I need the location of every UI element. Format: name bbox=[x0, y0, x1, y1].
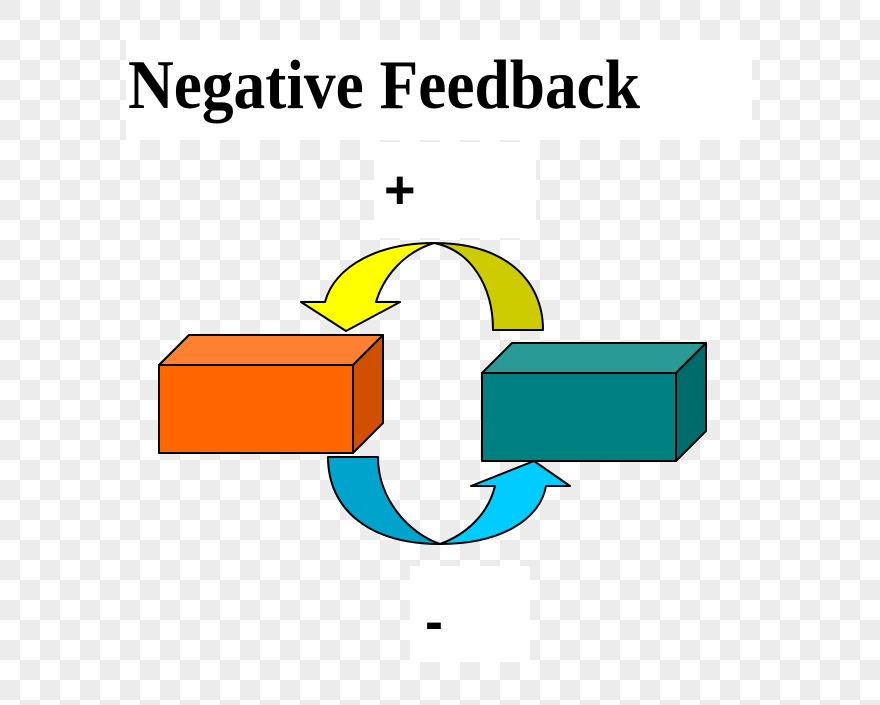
diagram-title: Negative Feedback bbox=[128, 47, 640, 124]
minus-background bbox=[410, 566, 530, 662]
teal-box-front bbox=[481, 372, 677, 462]
orange-box-top bbox=[158, 334, 384, 366]
top-arrow-tail bbox=[433, 242, 544, 331]
bottom-arrow-head bbox=[439, 460, 571, 545]
orange-box bbox=[158, 334, 384, 454]
title-background bbox=[126, 40, 752, 140]
orange-box-front bbox=[158, 364, 354, 454]
plus-background bbox=[374, 142, 536, 238]
bottom-arrow bbox=[327, 456, 571, 545]
plus-sign: + bbox=[384, 160, 416, 220]
teal-box bbox=[481, 342, 707, 462]
bottom-arrow-tail bbox=[327, 456, 441, 545]
teal-box-top bbox=[481, 342, 707, 374]
top-arrow bbox=[300, 242, 544, 332]
minus-sign: - bbox=[425, 592, 443, 652]
top-arrow-head bbox=[300, 242, 435, 332]
